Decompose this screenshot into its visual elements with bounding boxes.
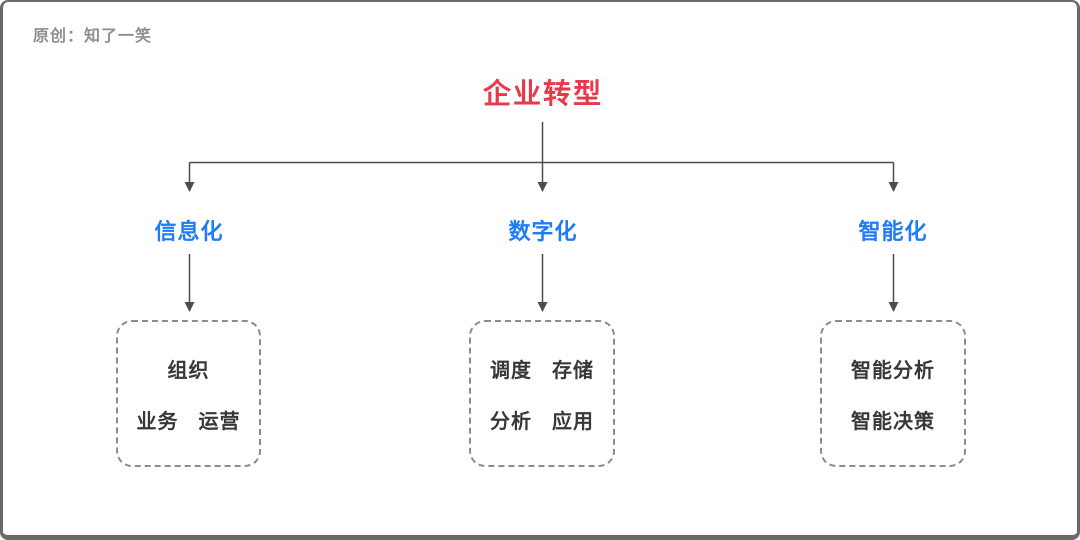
box-item: 智能分析 (851, 359, 935, 382)
attribution-text: 原创：知了一笑 (33, 28, 153, 45)
box-row: 业务 运营 (137, 405, 241, 434)
box-digitalization: 调度 存储 分析 应用 (469, 320, 615, 467)
box-item: 运营 (198, 410, 241, 433)
root-node-label: 企业转型 (482, 78, 603, 109)
box-item: 存储 (552, 359, 594, 382)
box-item: 调度 (490, 359, 532, 382)
box-informatization: 组织 业务 运营 (116, 320, 261, 467)
box-item: 分析 (490, 410, 532, 433)
branch-label-informatization: 信息化 (154, 219, 224, 244)
branch-label-intelligentization: 智能化 (858, 219, 928, 244)
box-row: 组织 (168, 354, 210, 383)
box-row: 智能决策 (851, 405, 935, 434)
box-item: 业务 (136, 410, 179, 433)
box-item: 智能决策 (851, 410, 935, 433)
box-row: 智能分析 (851, 354, 935, 383)
box-intelligentization: 智能分析 智能决策 (820, 320, 966, 467)
branch-label-digitalization: 数字化 (508, 219, 578, 244)
box-item: 组织 (167, 359, 210, 382)
box-row: 调度 存储 (490, 354, 594, 383)
box-row: 分析 应用 (490, 405, 594, 434)
box-item: 应用 (552, 410, 594, 433)
